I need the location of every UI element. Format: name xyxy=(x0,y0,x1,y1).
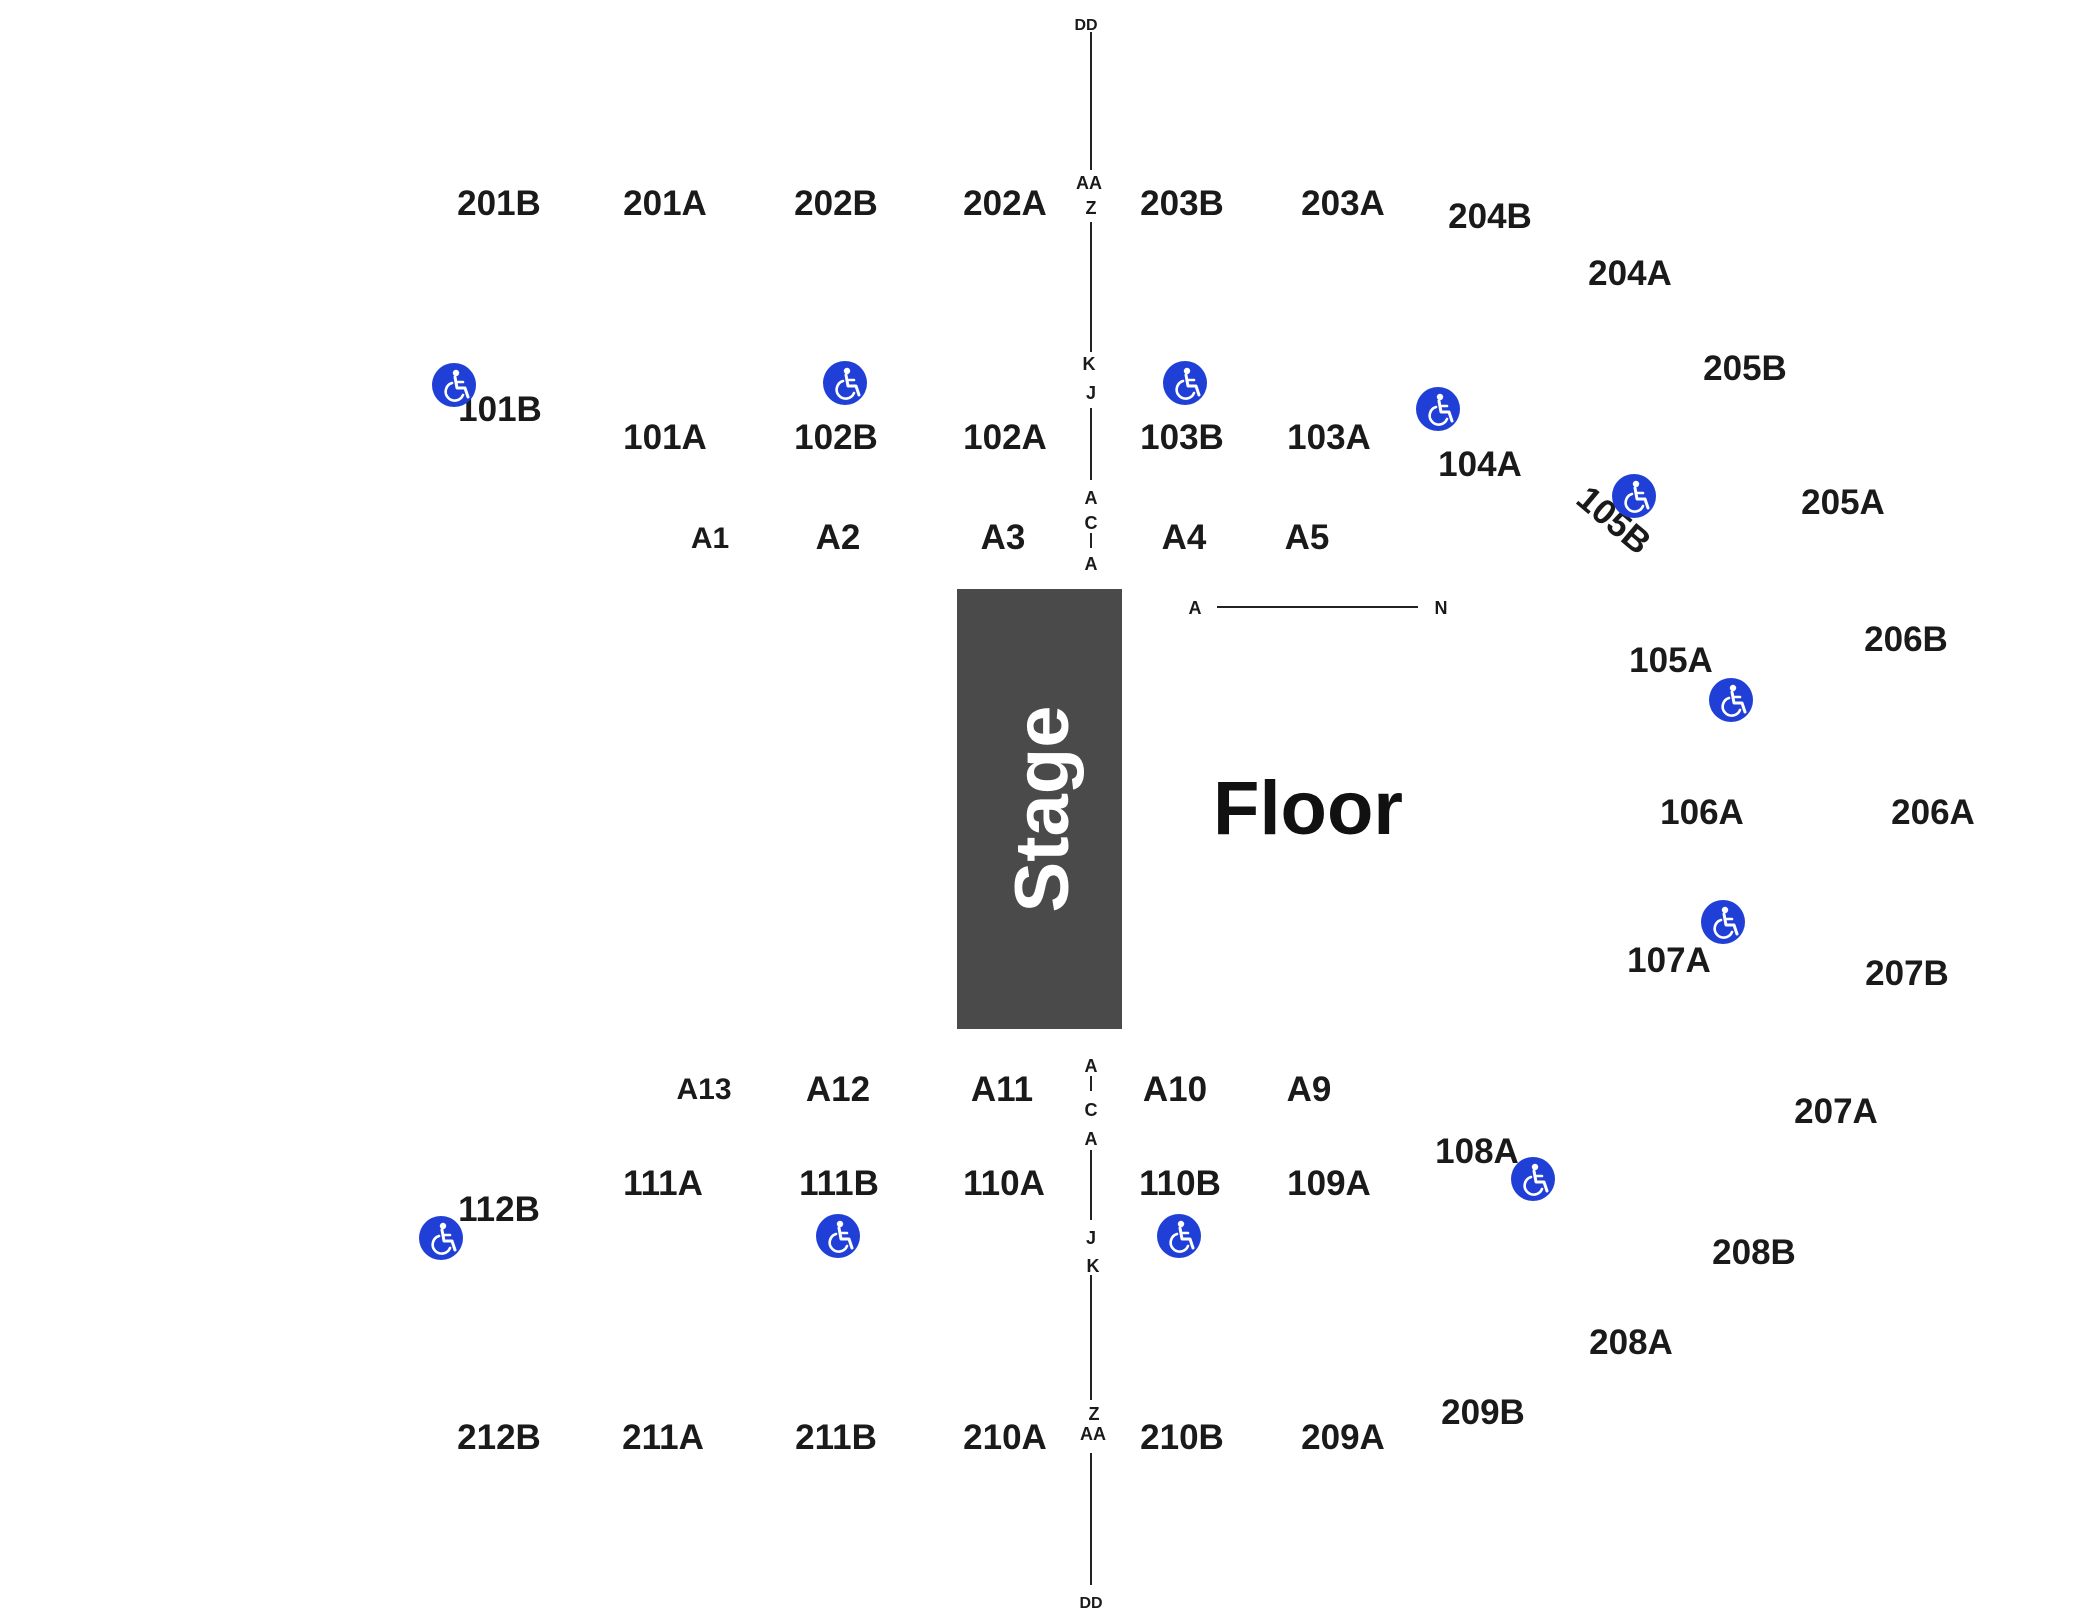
section-209B[interactable]: 209B xyxy=(1441,1393,1525,1432)
section-109A[interactable]: 109A xyxy=(1287,1164,1371,1203)
section-112B[interactable]: 112B xyxy=(458,1190,540,1229)
row-label: A xyxy=(1085,1129,1098,1149)
section-102B[interactable]: 102B xyxy=(794,418,878,457)
section-111B[interactable]: 111B xyxy=(799,1164,879,1203)
row-label: DD xyxy=(1079,1595,1102,1612)
section-111A[interactable]: 111A xyxy=(623,1164,703,1203)
section-101A[interactable]: 101A xyxy=(623,418,707,457)
section-107A[interactable]: 107A xyxy=(1627,941,1711,980)
section-A13[interactable]: A13 xyxy=(676,1073,731,1106)
row-label: DD xyxy=(1074,17,1097,34)
section-202A[interactable]: 202A xyxy=(963,184,1047,223)
wheelchair-icon xyxy=(1509,1155,1557,1203)
section-207B[interactable]: 207B xyxy=(1865,954,1949,993)
wheelchair-icon xyxy=(1699,898,1747,946)
row-label: K xyxy=(1087,1256,1100,1276)
row-label: N xyxy=(1435,598,1448,618)
wheelchair-icon xyxy=(1414,385,1462,433)
row-label: C xyxy=(1085,513,1098,533)
section-A10[interactable]: A10 xyxy=(1143,1070,1207,1109)
section-A1[interactable]: A1 xyxy=(691,522,729,555)
section-A2[interactable]: A2 xyxy=(816,518,861,557)
row-label: J xyxy=(1086,383,1096,403)
section-206A[interactable]: 206A xyxy=(1891,793,1975,832)
section-203B[interactable]: 203B xyxy=(1140,184,1224,223)
wheelchair-icon xyxy=(430,361,478,409)
section-103B[interactable]: 103B xyxy=(1140,418,1224,457)
section-108A[interactable]: 108A xyxy=(1435,1132,1519,1171)
row-label: J xyxy=(1086,1228,1096,1248)
section-104A[interactable]: 104A xyxy=(1438,445,1522,484)
section-204B[interactable]: 204B xyxy=(1448,197,1532,236)
section-110A[interactable]: 110A xyxy=(963,1164,1045,1203)
section-202B[interactable]: 202B xyxy=(794,184,878,223)
wheelchair-icon xyxy=(821,359,869,407)
section-207A[interactable]: 207A xyxy=(1794,1092,1878,1131)
stage-label: Stage xyxy=(1000,706,1085,913)
section-204A[interactable]: 204A xyxy=(1588,254,1672,293)
wheelchair-icon xyxy=(1155,1212,1203,1260)
stage xyxy=(957,589,1122,1029)
sections-floor-a: A1 A2 A3 A4 A5 A13 A12 A11 A10 A9 xyxy=(676,518,1331,1109)
section-103A[interactable]: 103A xyxy=(1287,418,1371,457)
floor-label[interactable]: Floor xyxy=(1213,766,1403,851)
row-label: A xyxy=(1189,598,1202,618)
row-label: A xyxy=(1085,554,1098,574)
row-label: A xyxy=(1085,1056,1098,1076)
section-208B[interactable]: 208B xyxy=(1712,1233,1796,1272)
section-A11[interactable]: A11 xyxy=(971,1070,1033,1109)
wheelchair-icon xyxy=(814,1212,862,1260)
section-A5[interactable]: A5 xyxy=(1285,518,1330,557)
sections-100-level: 101B 101A 102B 102A 103B 103A 104A 105B … xyxy=(458,390,1744,1229)
section-210B[interactable]: 210B xyxy=(1140,1418,1224,1457)
section-105A[interactable]: 105A xyxy=(1629,641,1713,680)
section-209A[interactable]: 209A xyxy=(1301,1418,1385,1457)
section-A12[interactable]: A12 xyxy=(806,1070,870,1109)
section-212B[interactable]: 212B xyxy=(457,1418,541,1457)
row-label: K xyxy=(1083,354,1096,374)
section-203A[interactable]: 203A xyxy=(1301,184,1385,223)
section-208A[interactable]: 208A xyxy=(1589,1323,1673,1362)
section-211B[interactable]: 211B xyxy=(795,1418,877,1457)
row-label: Z xyxy=(1086,198,1097,218)
row-label: Z xyxy=(1089,1404,1100,1424)
row-labels: DD AA Z K J A C A A C A J K Z AA DD A N xyxy=(1074,17,1447,1612)
wheelchair-icon xyxy=(1707,676,1755,724)
section-206B[interactable]: 206B xyxy=(1864,620,1948,659)
section-211A[interactable]: 211A xyxy=(622,1418,704,1457)
wheelchair-icon xyxy=(1161,359,1209,407)
row-label: AA xyxy=(1076,173,1102,193)
section-210A[interactable]: 210A xyxy=(963,1418,1047,1457)
section-205B[interactable]: 205B xyxy=(1703,349,1787,388)
section-102A[interactable]: 102A xyxy=(963,418,1047,457)
section-A9[interactable]: A9 xyxy=(1287,1070,1332,1109)
section-A3[interactable]: A3 xyxy=(981,518,1026,557)
wheelchair-icon xyxy=(417,1214,465,1262)
row-label: C xyxy=(1085,1100,1098,1120)
section-110B[interactable]: 110B xyxy=(1139,1164,1221,1203)
section-201B[interactable]: 201B xyxy=(457,184,541,223)
section-205A[interactable]: 205A xyxy=(1801,483,1885,522)
row-label: AA xyxy=(1080,1424,1106,1444)
sections-200-level: 201B 201A 202B 202A 203B 203A 204B 204A … xyxy=(457,184,1975,1457)
section-A4[interactable]: A4 xyxy=(1162,518,1207,557)
section-201A[interactable]: 201A xyxy=(623,184,707,223)
section-106A[interactable]: 106A xyxy=(1660,793,1744,832)
wheelchair-icon xyxy=(1610,472,1658,520)
row-label: A xyxy=(1085,488,1098,508)
